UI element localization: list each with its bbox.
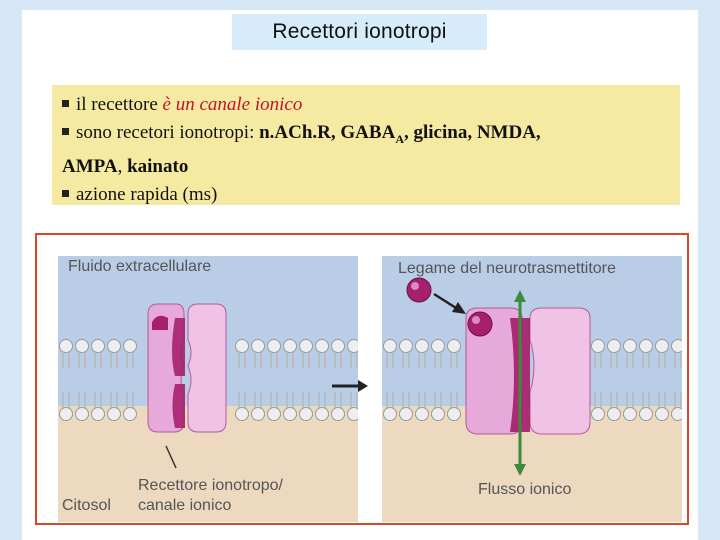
bullet-square-icon [62,128,69,135]
bullet-1: il recettore è un canale ionico [62,91,670,119]
ion-flow-label: Flusso ionico [478,481,572,498]
binding-site [152,315,168,330]
transition-arrow-icon [332,380,368,392]
extracellular-label: Fluido extracellulare [68,258,212,275]
binding-arrow-line [433,292,457,310]
bullet-square-icon [62,100,69,107]
free-neurotransmitter [406,277,432,303]
slide-title: Recettori ionotropi [232,14,487,50]
lipid-bilayer [59,339,358,421]
closed-channel-illustration [58,256,358,522]
bullet-2-kainato: kainato [127,155,189,177]
receptor-label-line-1: Recettore ionotropo/ [138,477,283,494]
bullet-2-line-2: AMPA, kainato [62,153,670,181]
bullet-2: sono recetori ionotropi: n.ACh.R, GABAA,… [62,119,670,153]
binding-arrow-icon [452,302,466,314]
receptor-channel-closed [147,303,227,433]
bullet-2-gaba-sub: A [395,131,404,146]
arrow-down-icon [514,464,526,476]
receptor-channel-open [465,290,591,476]
bullet-1-highlight: è un canale ionico [162,94,303,115]
lipid-bilayer [383,339,682,421]
binding-label: Legame del neurotrasmettitore [398,260,616,277]
bullet-3: azione rapida (ms) [62,181,670,209]
bullet-2-text: sono recetori ionotropi: [76,122,260,143]
label-pointer-line [165,445,177,469]
bullet-2-receptors-cont: , glicina, NMDA, [403,122,541,143]
arrow-up-icon [514,290,526,302]
closed-channel-panel [58,256,358,522]
receptor-label-line-2: canale ionico [138,497,232,514]
bullet-square-icon [62,189,69,197]
info-box: il recettore è un canale ionico sono rec… [52,85,680,205]
bullet-2-sep: , [117,155,128,177]
bullet-2-receptors: n.ACh.R, GABA [259,122,396,143]
bullet-1-text: il recettore [76,94,163,115]
cytosol-label: Citosol [62,497,111,514]
bullet-3-text: azione rapida (ms) [76,183,218,205]
bullet-2-ampa: AMPA [62,155,118,177]
bound-neurotransmitter [467,311,493,337]
open-channel-panel [382,256,682,522]
open-channel-illustration [382,256,682,522]
slide-title-text: Recettori ionotropi [272,20,447,43]
